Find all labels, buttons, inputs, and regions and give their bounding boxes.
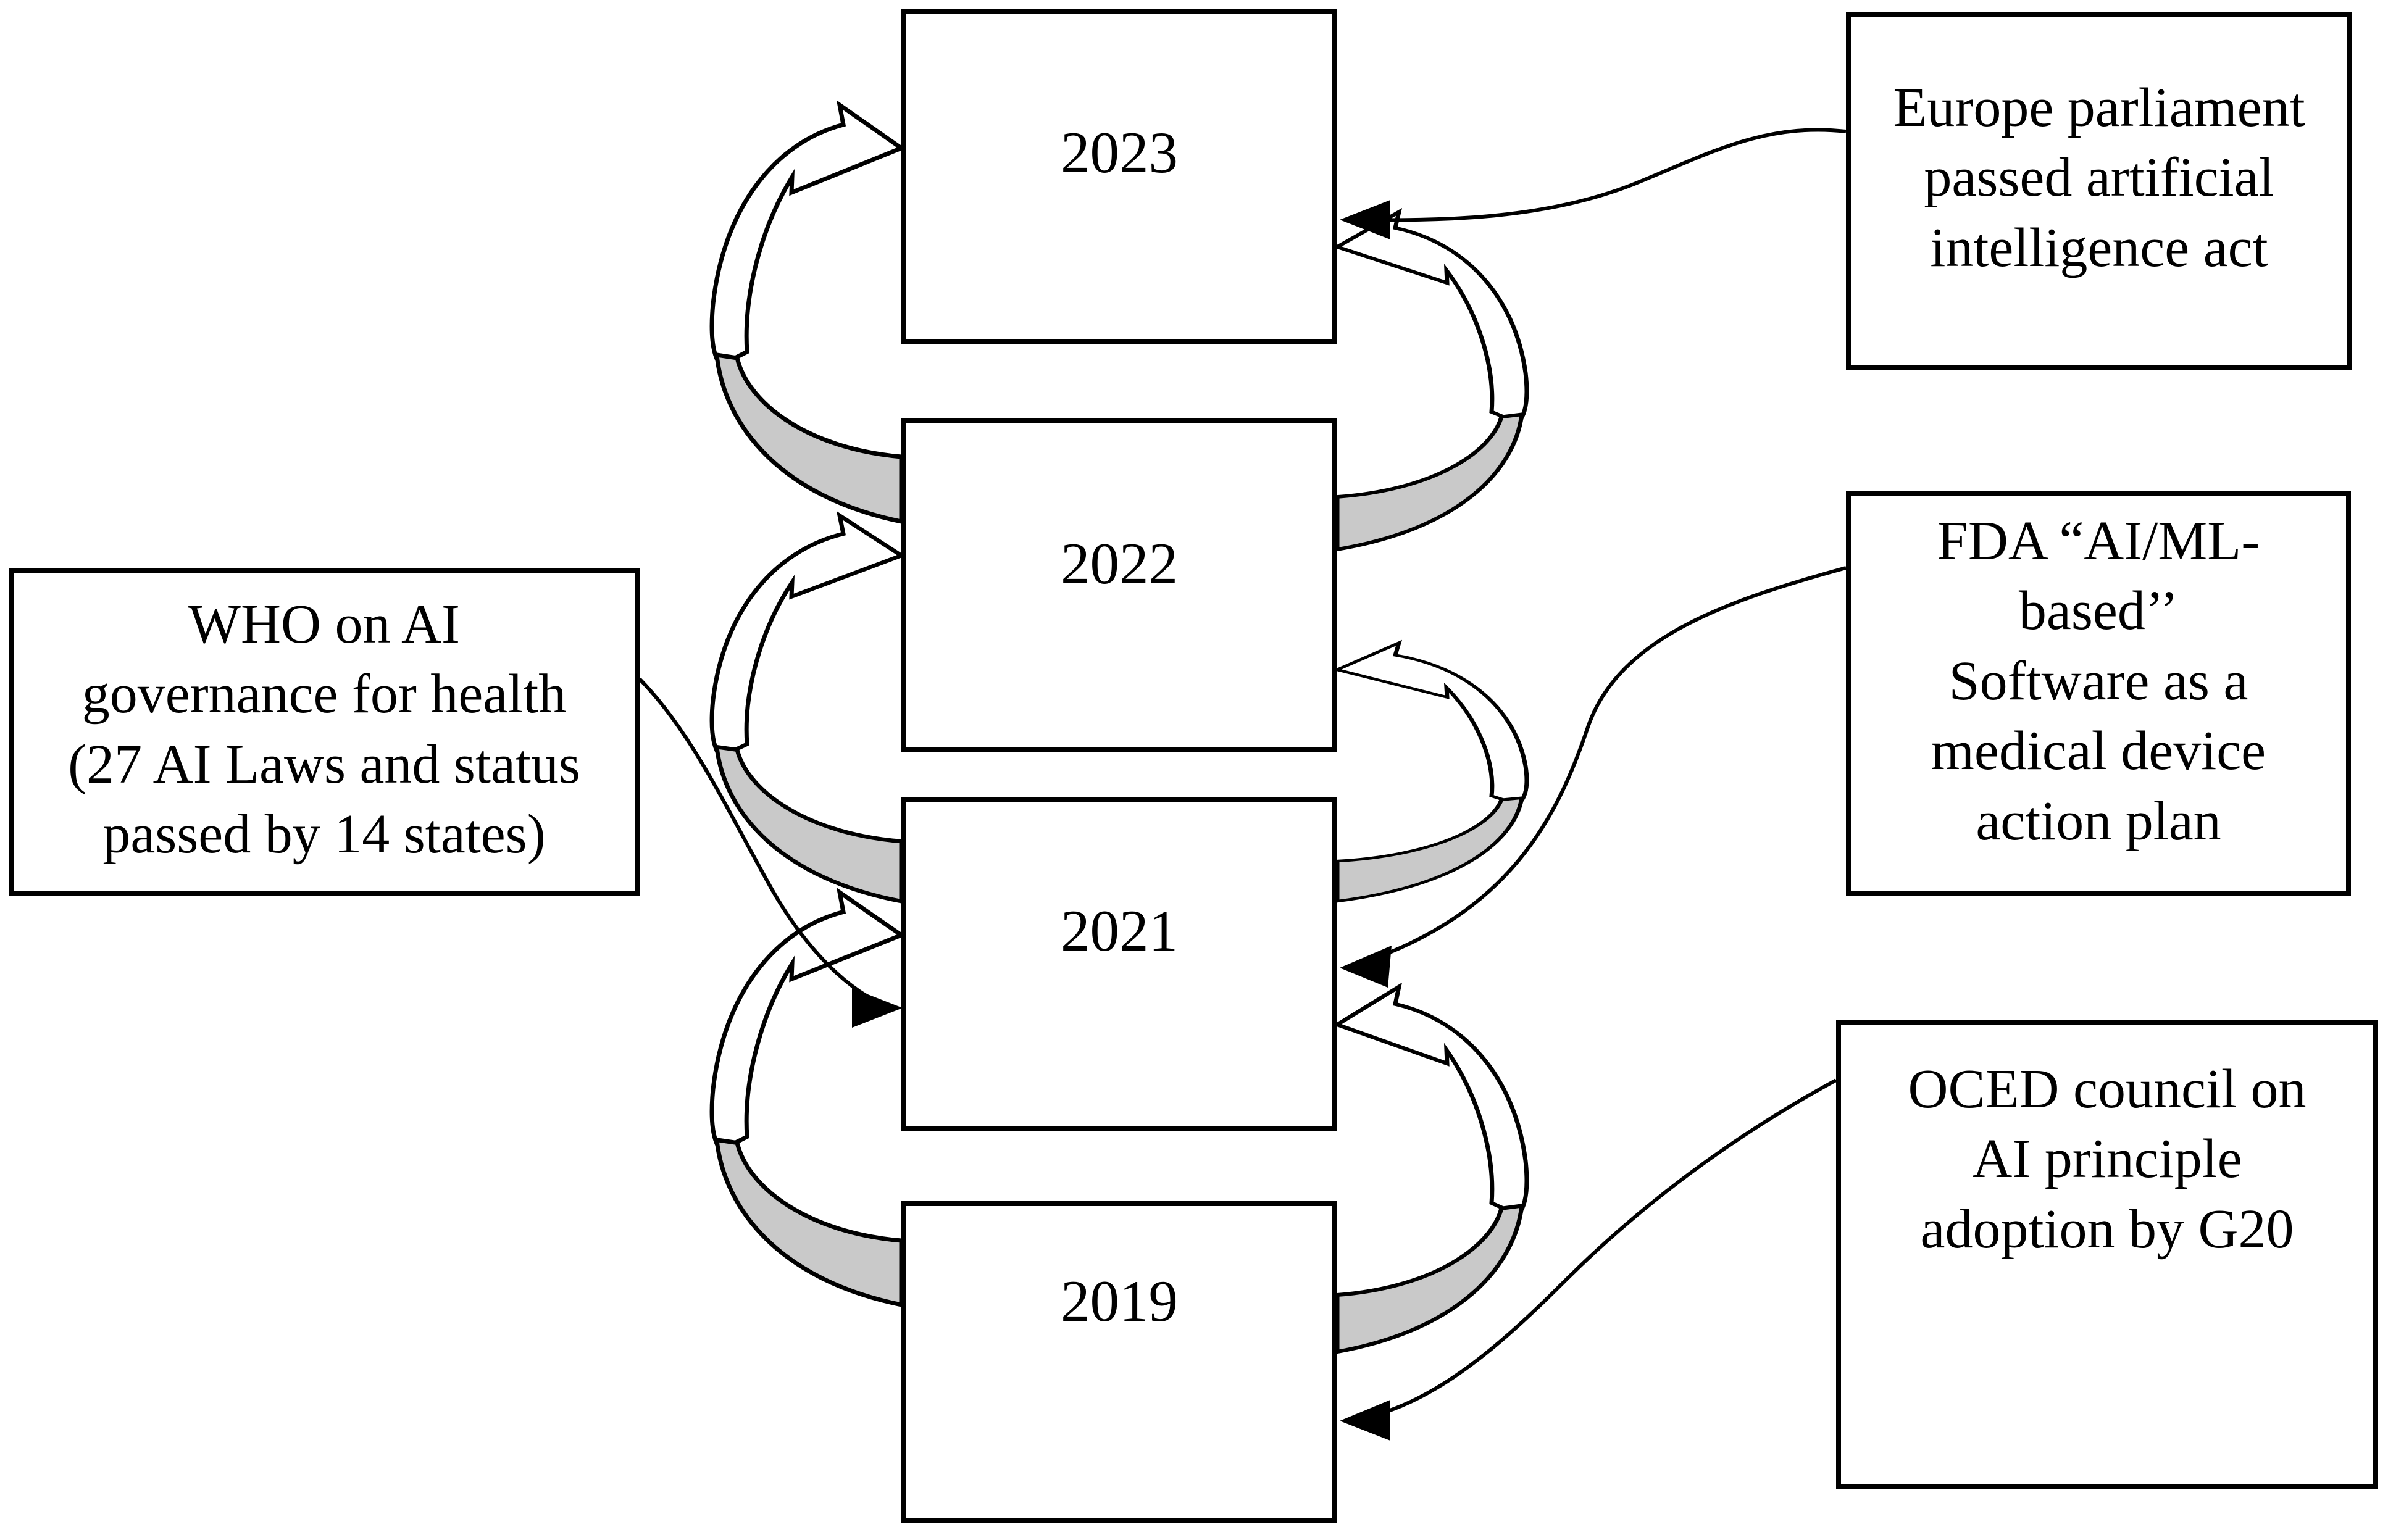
annotation-box-who-governance: WHO on AI governance for health (27 AI Law… xyxy=(9,568,640,896)
annotation-text-line: FDA “AI/ML- xyxy=(1937,510,2260,572)
cycle-arrow-left-2022-2021 xyxy=(712,515,901,901)
cycle-arrow-gray-band xyxy=(717,747,901,901)
cycle-arrow-white-half xyxy=(712,515,901,757)
cycle-arrow-right-2023-2022 xyxy=(1337,212,1527,549)
connector-line xyxy=(1358,566,1847,966)
connector-who-to-2021 xyxy=(638,677,903,1028)
connector-oced-to-2019 xyxy=(1340,1078,1837,1441)
connector-line xyxy=(638,677,887,1007)
annotation-text-line: based’’ xyxy=(2018,580,2179,642)
arrowhead-left-icon xyxy=(1340,200,1390,239)
annotation-text-line: governance for health xyxy=(81,664,567,725)
annotation-text-line: OCED council on xyxy=(1908,1059,2307,1120)
cycle-arrow-gray-band xyxy=(717,1140,901,1305)
cycle-arrow-left-2021-2019 xyxy=(712,893,901,1305)
annotation-box-oced-council: OCED council on AI principle adoption by G… xyxy=(1836,1020,2378,1489)
annotation-text-line: medical device xyxy=(1931,720,2266,782)
annotation-text-line: adoption by G20 xyxy=(1920,1198,2294,1260)
cycle-arrow-left-2023-2022 xyxy=(712,105,901,522)
annotation-text-line: AI principle xyxy=(1972,1128,2242,1190)
cycle-arrow-gray-band xyxy=(1337,1205,1522,1352)
annotation-text-line: passed by 14 states) xyxy=(102,804,546,865)
year-box-2021: 2021 xyxy=(901,797,1337,1131)
year-label-2019: 2019 xyxy=(1061,1268,1178,1334)
year-label-2021: 2021 xyxy=(1061,898,1178,964)
year-label-2023: 2023 xyxy=(1061,120,1178,185)
year-label-2022: 2022 xyxy=(1061,531,1178,596)
annotation-text-line: passed artificial xyxy=(1924,147,2274,209)
connector-europe-to-2023 xyxy=(1340,128,1847,239)
year-box-2022: 2022 xyxy=(901,418,1337,752)
annotation-text-line: WHO on AI xyxy=(188,594,460,655)
annotation-text-line: action plan xyxy=(1976,790,2221,852)
connector-line xyxy=(1358,128,1847,222)
connector-line xyxy=(1358,1078,1837,1421)
annotation-text-line: intelligence act xyxy=(1930,217,2268,278)
cycle-arrow-white-half xyxy=(1337,643,1527,805)
annotation-box-fda-action-plan: FDA “AI/ML-based’’ Software as a medical d… xyxy=(1846,491,2351,896)
connector-fda-to-2021 xyxy=(1340,566,1847,988)
annotation-text-line: (27 AI Laws and status xyxy=(68,733,580,795)
cycle-arrow-white-half xyxy=(712,105,901,365)
year-box-2023: 2023 xyxy=(901,9,1337,344)
cycle-arrow-right-2021-2019 xyxy=(1337,987,1527,1352)
cycle-arrow-gray-band xyxy=(1337,798,1522,901)
cycle-arrow-white-half xyxy=(1337,987,1527,1215)
annotation-box-europe-parliament: Europe parliament passed artificial intell… xyxy=(1846,12,2352,370)
arrowhead-left-icon xyxy=(1340,946,1392,988)
cycle-arrow-gray-band xyxy=(717,355,901,522)
annotation-text-line: Software as a xyxy=(1948,650,2248,712)
cycle-arrow-gray-band xyxy=(1337,414,1522,549)
arrowhead-left-icon xyxy=(1340,1400,1390,1441)
year-box-2019: 2019 xyxy=(901,1201,1337,1523)
cycle-arrow-white-half xyxy=(712,893,901,1151)
cycle-arrow-white-half xyxy=(1337,212,1527,423)
annotation-text-line: Europe parliament xyxy=(1893,77,2305,138)
cycle-arrow-right-2022-2021 xyxy=(1337,643,1527,902)
arrowhead-right-icon xyxy=(852,988,903,1028)
